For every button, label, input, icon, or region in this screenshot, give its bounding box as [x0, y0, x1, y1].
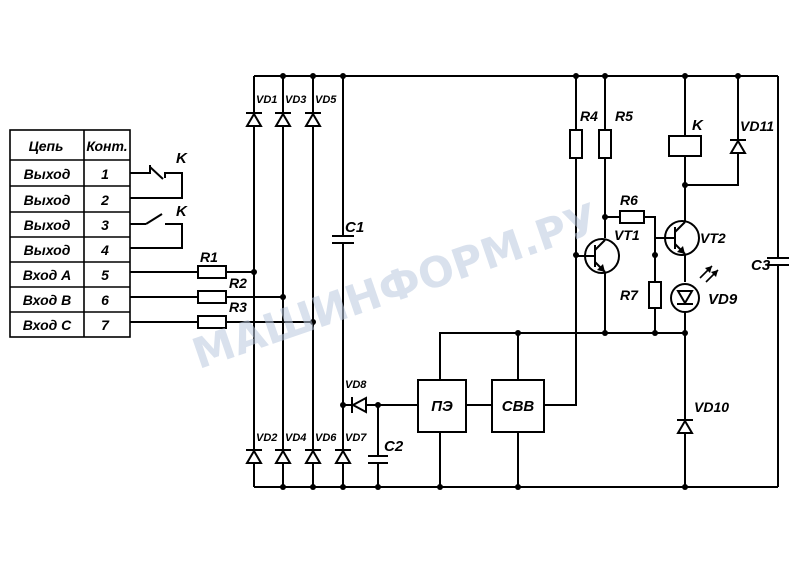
diode-vd10: [676, 419, 694, 434]
transistor-vt1-label: VT1: [614, 227, 640, 243]
transistor-vt1-stage: R4 R5 VT1 R6 R7: [569, 73, 662, 333]
relay-coil-k-label: K: [692, 117, 704, 134]
filter-branch: C1 VD7 VD8 C2: [332, 73, 418, 490]
diode-vd2-label: VD2: [256, 432, 277, 444]
capacitor-c3-label: C3: [751, 257, 771, 274]
table-row-pin: 6: [101, 292, 109, 308]
diode-vd2: [245, 449, 263, 464]
diode-vd7-label: VD7: [345, 432, 367, 444]
block-pe-label: ПЭ: [431, 398, 453, 415]
diode-vd3: [274, 112, 292, 127]
contact-k-label: K: [176, 150, 188, 167]
function-blocks: ПЭ СВВ: [417, 76, 688, 490]
resistor-r7-label: R7: [620, 287, 639, 303]
table-row-pin: 1: [101, 166, 109, 182]
relay-contacts: K K: [130, 150, 188, 249]
diode-vd6-label: VD6: [315, 432, 337, 444]
watermark: МАШИНФОРМ.РУ: [186, 194, 604, 379]
diode-vd5-label: VD5: [315, 94, 337, 106]
table-row-pin: 7: [101, 317, 110, 333]
diode-vd1: [245, 112, 263, 127]
table-row-circuit: Выход: [24, 192, 71, 208]
table-header-pin: Конт.: [86, 138, 127, 154]
diode-bridge: VD1 VD3 VD5 VD2 VD4 VD6: [245, 73, 337, 490]
resistor-r6: [619, 210, 645, 224]
resistor-r2-label: R2: [229, 275, 247, 291]
table-header-circuit: Цепь: [29, 138, 64, 154]
capacitor-c1-label: C1: [345, 219, 364, 236]
resistor-r2: [197, 290, 227, 304]
resistor-r4-label: R4: [580, 108, 598, 124]
table-row-pin: 5: [101, 267, 109, 283]
table-row-circuit: Выход: [24, 217, 71, 233]
diode-vd3-label: VD3: [285, 94, 306, 106]
led-vd9-label: VD9: [708, 291, 738, 308]
table-row-circuit: Выход: [24, 166, 71, 182]
resistor-r5: [598, 129, 612, 159]
diode-vd4-label: VD4: [285, 432, 306, 444]
diode-vd8-label: VD8: [345, 379, 367, 391]
input-wires: R1 R2 R3: [130, 249, 313, 329]
resistor-r4: [569, 129, 583, 159]
diode-vd1-label: VD1: [256, 94, 277, 106]
table-row-circuit: Выход: [24, 242, 71, 258]
diode-vd10-label: VD10: [694, 399, 729, 415]
capacitor-c2-label: C2: [384, 438, 404, 455]
connector-table: Цепь Конт. Выход 1 Выход 2 Выход 3 Выход…: [9, 129, 131, 338]
transistor-vt2-stage: K VD11 VT2 VD9 VD10: [654, 73, 789, 490]
table-row-circuit: Вход С: [23, 317, 72, 333]
relay-coil-k: [668, 135, 702, 157]
diode-vd7: [334, 449, 352, 464]
table-row-pin: 2: [100, 192, 109, 208]
resistor-r1-label: R1: [200, 249, 218, 265]
table-row-circuit: Вход В: [23, 292, 72, 308]
diode-vd8: [350, 396, 367, 414]
resistor-r6-label: R6: [620, 192, 638, 208]
table-row-circuit: Вход А: [23, 267, 72, 283]
diode-vd11-label: VD11: [740, 118, 774, 134]
table-row-pin: 4: [100, 242, 109, 258]
diode-vd11: [729, 139, 747, 154]
resistor-r7: [648, 281, 662, 309]
diode-vd4: [274, 449, 292, 464]
diode-vd5: [304, 112, 322, 127]
resistor-r5-label: R5: [615, 108, 633, 124]
diode-vd6: [304, 449, 322, 464]
transistor-vt2-label: VT2: [700, 230, 726, 246]
block-svv-label: СВВ: [502, 398, 535, 415]
resistor-r1: [197, 265, 227, 279]
resistor-r3-label: R3: [229, 299, 247, 315]
contact-k-label: K: [176, 203, 188, 220]
table-row-pin: 3: [101, 217, 109, 233]
